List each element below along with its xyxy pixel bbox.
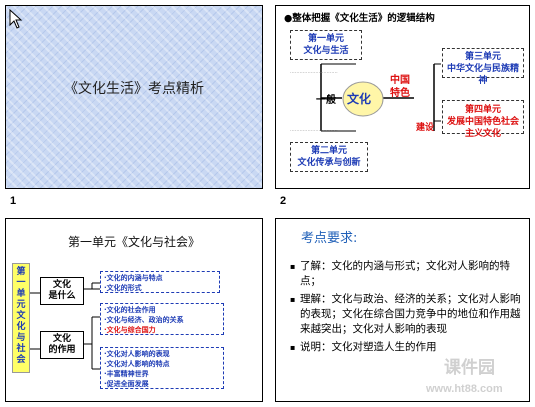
group-2-box: ·文化的社会作用 ·文化与经济、政治的关系 ·文化与综合国力 — [100, 303, 224, 335]
slide-2-thumbnail[interactable]: ●整体把握《文化生活》的逻辑结构 第一单元 文化与生活 ············… — [275, 5, 530, 189]
group-1-item: ·文化的内涵与特点 — [104, 274, 163, 282]
requirement-item: 说明：文化对塑造人生的作用 — [290, 340, 528, 355]
node-what-is-culture: 文化 是什么 — [40, 277, 84, 305]
group-2-item: ·文化与综合国力 — [104, 326, 156, 334]
unit-3-box: 第三单元 中华文化与民族精神 — [442, 48, 524, 86]
watermark-text: 课件园 — [444, 358, 495, 377]
unit-4-label: 第四单元 发展中国特色社会主义文化 — [446, 105, 519, 139]
structure-connectors — [320, 63, 441, 132]
culture-center-label: 文化 — [347, 92, 372, 106]
group-1-item: ·文化的形式 — [104, 284, 142, 292]
group-2-item: ·文化的社会作用 — [104, 306, 156, 314]
group-3-box: ·文化对人影响的表现 ·文化对人影响的特点 ·丰富精神世界 ·促进全面发展 — [100, 347, 224, 389]
general-label: 一般 — [316, 95, 336, 106]
requirement-item: 理解：文化与政治、经济的关系；文化对人影响的表现；文化在综合国力竞争中的地位和作… — [290, 292, 528, 337]
mouse-cursor-icon — [9, 9, 23, 29]
key-points-heading: 考点要求: — [301, 231, 358, 246]
unit-1-label: 第一单元 文化与生活 — [303, 34, 349, 56]
unit-3-label: 第三单元 中华文化与民族精神 — [446, 52, 519, 86]
group-3-item: ·促进全面发展 — [104, 380, 149, 388]
note-2: ······························ — [290, 128, 338, 134]
unit-4-box: 第四单元 发展中国特色社会主义文化 — [442, 100, 524, 139]
slide-1-thumbnail[interactable]: 《文化生活》考点精析 — [5, 5, 263, 189]
slide-2-heading: ●整体把握《文化生活》的逻辑结构 — [284, 13, 435, 24]
slide-3-thumbnail[interactable]: 第一单元《文化与社会》 第一单元 文化与社会 文化 是什么 文化 的作用 ·文化… — [5, 218, 263, 402]
unit-2-label: 第二单元 文化传承与创新 — [297, 146, 361, 168]
watermark-url: www.ht88.com — [426, 383, 503, 395]
requirements-list: 了解：文化的内涵与形式；文化对人影响的特点； 理解：文化与政治、经济的关系；文化… — [290, 259, 528, 358]
unit-2-box: 第二单元 文化传承与创新 — [290, 142, 368, 172]
china-feature-label: 中国 特色 — [390, 75, 410, 99]
node-culture-role: 文化 的作用 — [40, 331, 84, 359]
group-2-item: ·文化与经济、政治的关系 — [104, 316, 184, 324]
slide-2-number: 2 — [280, 195, 287, 207]
group-1-box: ·文化的内涵与特点 ·文化的形式 — [100, 271, 220, 293]
unit-1-box: 第一单元 文化与生活 — [290, 30, 362, 60]
group-3-item: ·丰富精神世界 — [104, 370, 149, 378]
slide-3-title: 第一单元《文化与社会》 — [67, 235, 200, 249]
slide-4-thumbnail[interactable]: 考点要求: 了解：文化的内涵与形式；文化对人影响的特点； 理解：文化与政治、经济… — [275, 218, 530, 402]
slide-1-title: 《文化生活》考点精析 — [64, 81, 204, 97]
requirement-item: 了解：文化的内涵与形式；文化对人影响的特点； — [290, 259, 528, 289]
note-1: ······························ — [290, 70, 338, 76]
group-3-item: ·文化对人影响的特点 — [104, 360, 170, 368]
build-label: 建设 — [416, 123, 435, 133]
group-3-item: ·文化对人影响的表现 — [104, 350, 170, 358]
slide-1-number: 1 — [10, 195, 17, 207]
outline-connectors — [30, 282, 100, 370]
unit-side-label: 第一单元 文化与社会 — [12, 263, 30, 373]
